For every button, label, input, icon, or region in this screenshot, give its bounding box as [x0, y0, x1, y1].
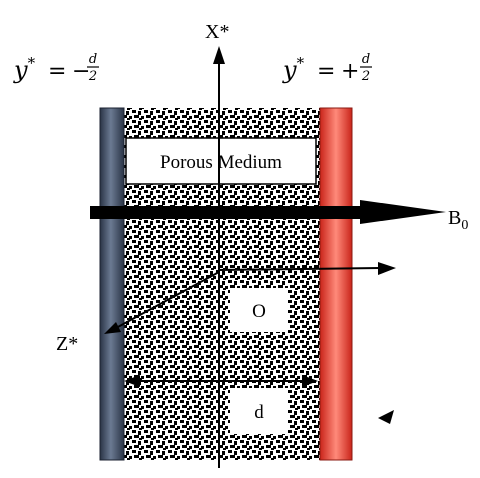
right-eq-sign: +	[341, 59, 359, 84]
z-axis-arrowhead	[104, 322, 121, 334]
gap-label: d	[254, 402, 264, 423]
x-axis-arrowhead	[213, 46, 225, 64]
left-plate-equation: y* = − d 2	[13, 52, 99, 84]
z-axis-label: Z*	[56, 333, 78, 355]
field-arrow-icon	[360, 200, 446, 224]
corner-marker-icon	[378, 410, 394, 424]
left-eq-numerator: d	[89, 52, 97, 67]
z-axis-line	[115, 271, 220, 329]
origin-label-box	[230, 288, 288, 332]
origin-label: O	[252, 301, 266, 322]
gap-right-arrowhead	[302, 375, 318, 387]
left-eq-equals: =	[48, 59, 66, 84]
right-eq-numerator: d	[362, 52, 370, 67]
right-eq-denominator: 2	[361, 69, 370, 84]
x-axis-label: X*	[205, 21, 229, 43]
porous-label: Porous Medium	[160, 152, 282, 173]
y-direction-arrowhead	[378, 262, 396, 275]
right-hot-plate	[319, 107, 353, 461]
gap-label-box	[230, 388, 288, 434]
right-eq-var: y*	[282, 54, 305, 84]
left-cold-plate	[99, 107, 125, 461]
right-eq-equals: =	[317, 59, 335, 84]
left-eq-sign: −	[72, 59, 90, 84]
porous-label-box	[125, 137, 317, 185]
left-eq-denominator: 2	[88, 69, 97, 84]
field-label: B0	[448, 207, 468, 233]
left-eq-var: y*	[13, 54, 36, 84]
right-plate-equation: y* = + d 2	[282, 52, 372, 84]
y-direction-line	[218, 267, 381, 271]
field-arrow-shaft	[90, 206, 362, 219]
gap-left-arrowhead	[124, 375, 140, 387]
